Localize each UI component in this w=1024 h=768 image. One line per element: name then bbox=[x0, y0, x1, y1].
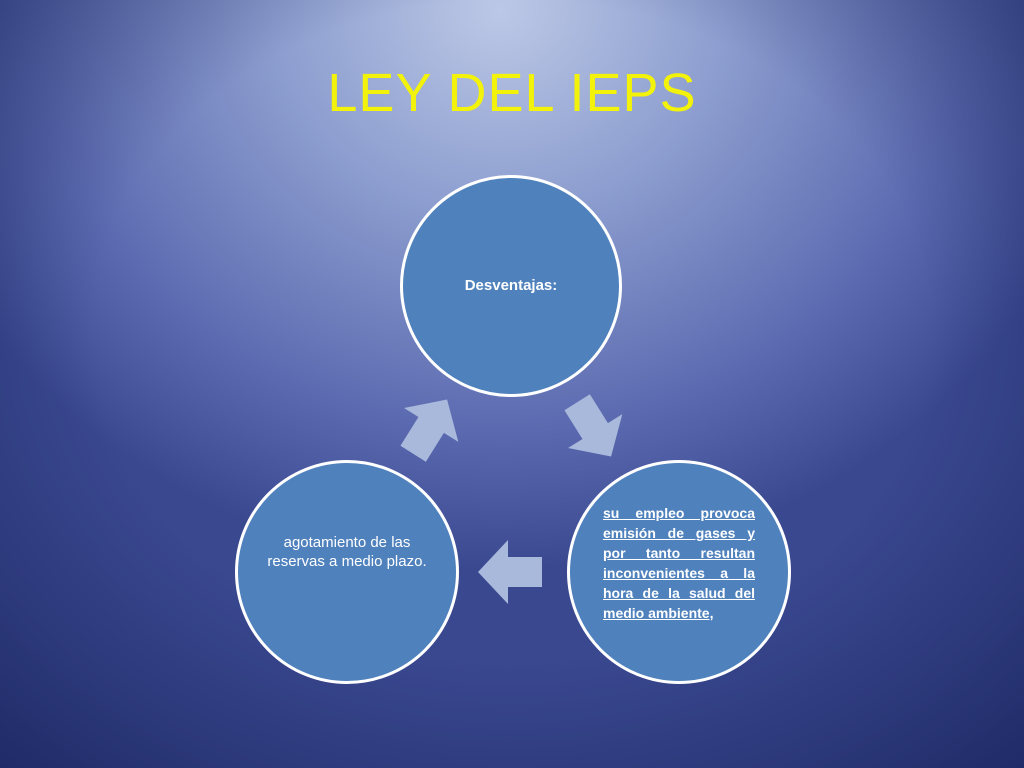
cycle-node-agotamiento: agotamiento de las reservas a medio plaz… bbox=[235, 460, 459, 684]
arrow-top-to-right bbox=[564, 394, 623, 457]
node-label-top: Desventajas: bbox=[464, 276, 558, 294]
cycle-node-desventajas: Desventajas: bbox=[400, 175, 622, 397]
cycle-node-emisiones: su empleo provoca emisión de gases y por… bbox=[567, 460, 791, 684]
arrow-right-to-left bbox=[478, 540, 542, 604]
node-label-left: agotamiento de las reservas a medio plaz… bbox=[267, 534, 427, 570]
node-label-right: su empleo provoca emisión de gases y por… bbox=[603, 505, 755, 621]
arrow-left-to-top bbox=[400, 399, 459, 462]
slide-title: LEY DEL IEPS bbox=[327, 63, 697, 123]
